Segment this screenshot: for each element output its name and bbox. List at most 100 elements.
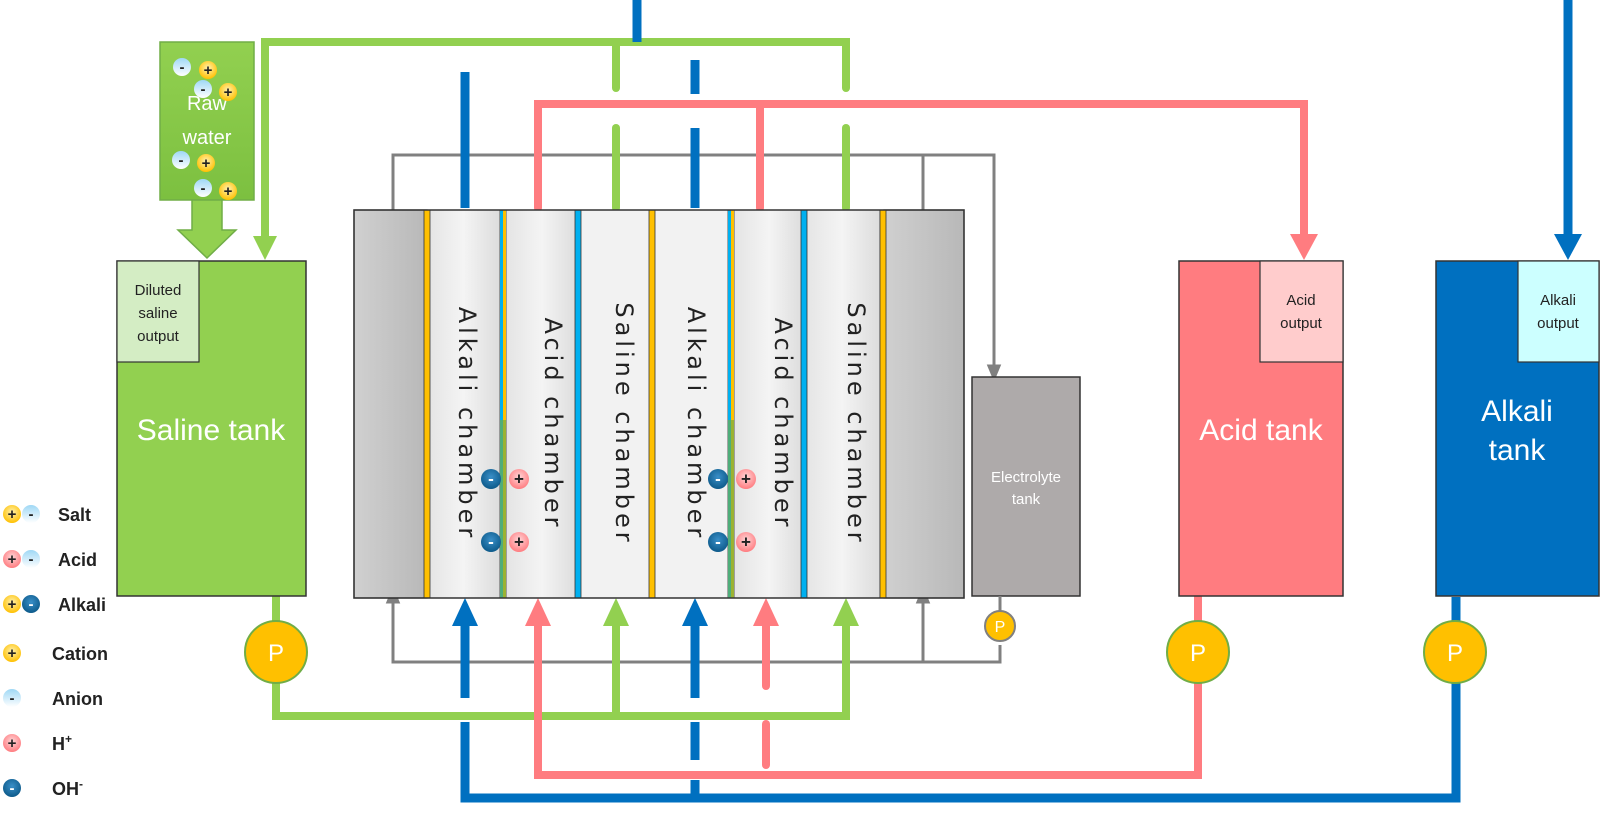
anion-ion-icon: -: [172, 151, 190, 169]
svg-text:+: +: [224, 183, 233, 200]
pump-alkali: P: [1423, 620, 1487, 684]
electrode-left: [353, 209, 428, 599]
electrode-right: [883, 209, 965, 599]
svg-text:-: -: [201, 81, 206, 98]
saline-tank-label: Saline tank: [137, 414, 286, 447]
legend-label: OH-: [52, 777, 83, 799]
svg-text:-: -: [29, 596, 34, 613]
svg-text:+: +: [741, 533, 751, 552]
anion-ion-icon: -: [194, 179, 212, 197]
membrane-anion-1: [574, 209, 582, 599]
membrane-cation-2: [648, 209, 656, 599]
alkali-output-line2: output: [1537, 315, 1580, 332]
cation-ion-icon: +: [3, 644, 21, 662]
acid-tank-label: Acid tank: [1199, 414, 1323, 447]
legend-label-superscript: +: [65, 732, 72, 746]
legend-row: +H+: [3, 732, 72, 754]
blue-arrow-alkali-tank: [1554, 234, 1582, 260]
h-plus-ion-icon: +: [3, 734, 21, 752]
membrane-bipolar-1-blue: [500, 210, 503, 598]
raw-water-label-line1: Raw: [187, 93, 228, 115]
h-plus-ion-icon: +: [736, 532, 756, 552]
cation-ion-icon: +: [219, 83, 237, 101]
chamber-label-2: Acid chamber: [539, 317, 567, 530]
chamber-label-6: Saline chamber: [842, 302, 870, 545]
legend-label-superscript: -: [79, 777, 83, 791]
svg-text:-: -: [10, 780, 15, 797]
legend-label: Anion: [52, 689, 103, 709]
membrane-bipolar-2-blue: [728, 210, 731, 598]
green-arrow-saline-tank: [253, 236, 277, 260]
alkali-output-box: [1517, 260, 1600, 363]
green-saline-lines: [261, 38, 850, 720]
membrane-bipolar-2-green: [728, 420, 734, 598]
legend-label: Cation: [52, 644, 108, 664]
chamber-label-3: Saline chamber: [610, 302, 638, 545]
blue-arrow-up-2: [682, 598, 708, 626]
svg-text:+: +: [224, 84, 233, 101]
green-arrow-up-1: [603, 598, 629, 626]
raw-water-arrow: [176, 199, 238, 260]
anion-ion-icon: -: [194, 80, 212, 98]
oh-minus-ion-icon: -: [3, 779, 21, 797]
alkali-tank-label-line1: Alkali: [1481, 395, 1553, 428]
cation-ion-icon: +: [3, 595, 21, 613]
svg-text:+: +: [8, 596, 17, 613]
svg-text:-: -: [180, 59, 185, 76]
oh-minus-ion-icon: -: [708, 469, 728, 489]
legend-label: Salt: [58, 505, 91, 525]
h-plus-ion-icon: +: [3, 550, 21, 568]
svg-text:+: +: [514, 470, 524, 489]
legend: +-Salt+-Acid+-Alkali+Cation-Anion+H+-OH-: [3, 505, 108, 799]
acid-output-line2: output: [1280, 315, 1323, 332]
membrane-cation-1: [423, 209, 431, 599]
svg-text:+: +: [8, 551, 17, 568]
svg-text:+: +: [8, 735, 17, 752]
svg-text:-: -: [29, 506, 34, 523]
oh-minus-ion-icon: -: [481, 532, 501, 552]
legend-row: +- Acid: [3, 550, 97, 570]
h-plus-ion-icon: +: [509, 469, 529, 489]
saline-output-box: [116, 260, 200, 363]
stack: [353, 209, 965, 599]
pump-saline-label: P: [268, 640, 284, 667]
electrolyte-tank: [971, 376, 1081, 597]
electrolyte-tank-label-line1: Electrolyte: [991, 469, 1061, 486]
oh-minus-ion-icon: -: [708, 532, 728, 552]
svg-text:-: -: [715, 533, 721, 552]
anion-ion-icon: -: [3, 689, 21, 707]
blue-alkali-lines: [460, 0, 1573, 803]
pump-electrolyte-label: P: [995, 619, 1006, 636]
svg-text:+: +: [741, 470, 751, 489]
svg-text:-: -: [488, 533, 494, 552]
stack-outline: [353, 209, 965, 599]
legend-label: H+: [52, 732, 72, 754]
svg-text:-: -: [29, 551, 34, 568]
saline-output-line1: Diluted: [135, 282, 182, 299]
acid-output-box: [1259, 260, 1344, 363]
saline-output-line3: output: [137, 328, 180, 345]
svg-text:+: +: [204, 62, 213, 79]
cation-ion-icon: +: [199, 61, 217, 79]
h-plus-ion-icon: +: [509, 532, 529, 552]
oh-minus-ion-icon: -: [481, 469, 501, 489]
svg-text:+: +: [202, 155, 211, 172]
green-arrow-up-2: [833, 598, 859, 626]
legend-row: - Anion: [3, 689, 103, 709]
legend-label: Acid: [58, 550, 97, 570]
anion-ion-icon: -: [173, 58, 191, 76]
membrane-bipolar-1-green: [500, 420, 506, 598]
red-acid-lines: [534, 100, 1308, 779]
acid-output-line1: Acid: [1286, 292, 1315, 309]
legend-label: Alkali: [58, 595, 106, 615]
pump-acid-label: P: [1190, 640, 1206, 667]
svg-text:-: -: [179, 152, 184, 169]
stack-ions: -+-+-+-+: [481, 469, 756, 552]
oh-minus-ion-icon: -: [22, 595, 40, 613]
legend-row: +- Salt: [3, 505, 91, 525]
cation-ion-icon: +: [3, 505, 21, 523]
svg-text:-: -: [715, 470, 721, 489]
legend-row: + Cation: [3, 644, 108, 664]
